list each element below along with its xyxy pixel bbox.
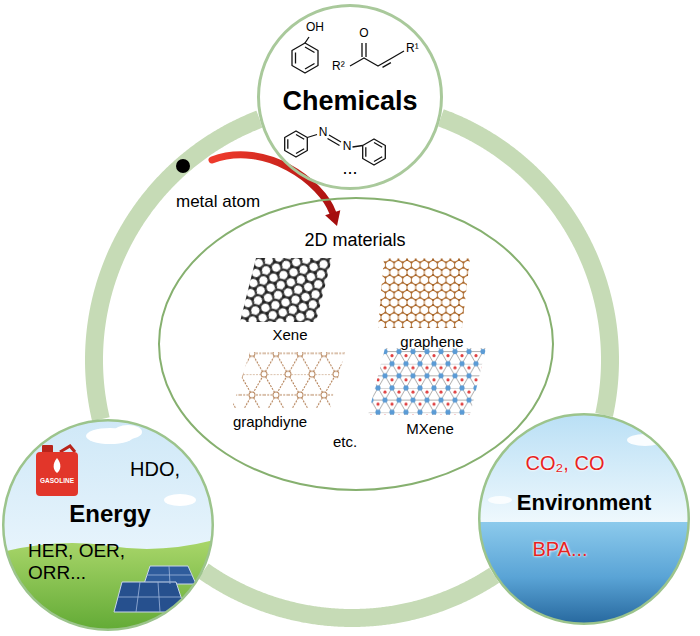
ring-connector: [441, 118, 610, 415]
materials-ellipse: 2D materialsXene graphene graphdiyne MXene e…: [158, 197, 554, 491]
chemical-structures: [292, 43, 318, 73]
chemical-structures: [363, 139, 386, 165]
material-name: graphdiyne: [233, 413, 307, 430]
chemical-structures: [285, 131, 308, 157]
topic-circle: CO₂, CO EnvironmentBPA...: [478, 413, 690, 625]
energy-scene: [54, 458, 61, 473]
energy-scene: [144, 566, 196, 584]
topic-note: BPA...: [532, 538, 587, 561]
xene-lattice: [240, 258, 332, 322]
sea-scene: [478, 413, 690, 632]
graphene-lattice: [378, 258, 470, 328]
ring-connector: [94, 119, 260, 419]
node-outline: [259, 6, 442, 189]
topic-circle: Chemicals...: [257, 4, 443, 190]
materials-heading: 2D materials: [304, 230, 405, 251]
metal-atom-dot: [176, 159, 190, 173]
chemical-structures: [366, 143, 382, 162]
energy-scene: [164, 494, 196, 506]
energy-scene: [114, 425, 142, 439]
arrow-shaft: [212, 155, 333, 213]
atom-label: O: [359, 27, 368, 41]
can-label: GASOLINE: [40, 477, 74, 484]
circle-ground: [257, 4, 443, 190]
ring-connector: [204, 571, 495, 618]
mxene-lattice: [368, 348, 486, 415]
ellipse-ground: [158, 197, 554, 491]
atom-label: R²: [332, 60, 345, 74]
material-name: MXene: [406, 420, 454, 437]
topic-circle: HDO, EnergyHER, OER, ORR...: [2, 419, 214, 631]
graphdiyne-lattice: [232, 352, 345, 408]
energy-scene: [42, 445, 53, 453]
energy-scene: [36, 452, 78, 496]
node-outline: [478, 413, 690, 625]
sea-scene: [478, 413, 690, 522]
atom-label: N: [319, 126, 328, 140]
topic-note: HER, OER, ORR...: [28, 540, 146, 584]
arrow-head: [325, 210, 340, 226]
node-outline: [159, 198, 553, 490]
atom-label: N: [343, 140, 352, 154]
atom-label: R¹: [406, 42, 419, 56]
topic-title: Energy: [69, 500, 150, 528]
energy-scene: [86, 428, 134, 444]
material-name: etc.: [333, 433, 357, 450]
ellipsis-text: ...: [342, 158, 357, 179]
atom-label: OH: [306, 21, 324, 35]
topic-note: HDO,: [130, 458, 180, 481]
node-outline: [479, 414, 689, 624]
node-outline: [3, 420, 213, 630]
topic-title: Environment: [517, 490, 651, 515]
energy-scene: [114, 582, 186, 612]
chemical-structures: [288, 135, 317, 154]
material-name: graphene: [400, 333, 463, 350]
topic-note: CO₂, CO: [526, 452, 605, 475]
energy-scene: [118, 566, 192, 612]
material-name: Xene: [272, 326, 307, 343]
energy-scene: [2, 419, 214, 631]
topic-title: Chemicals: [282, 86, 417, 117]
chemical-structures: [328, 135, 363, 147]
chemical-structures: [350, 43, 404, 67]
sea-scene: [478, 522, 690, 632]
sea-scene: [488, 496, 512, 504]
metal-atom-arrow: [176, 155, 340, 226]
chemical-structures: [296, 37, 315, 69]
energy-scene: [60, 446, 75, 452]
lattice-figures: [232, 258, 486, 415]
energy-scene: [2, 540, 214, 631]
energy-scene: [2, 419, 214, 631]
annotation-label: metal atom: [176, 192, 260, 212]
